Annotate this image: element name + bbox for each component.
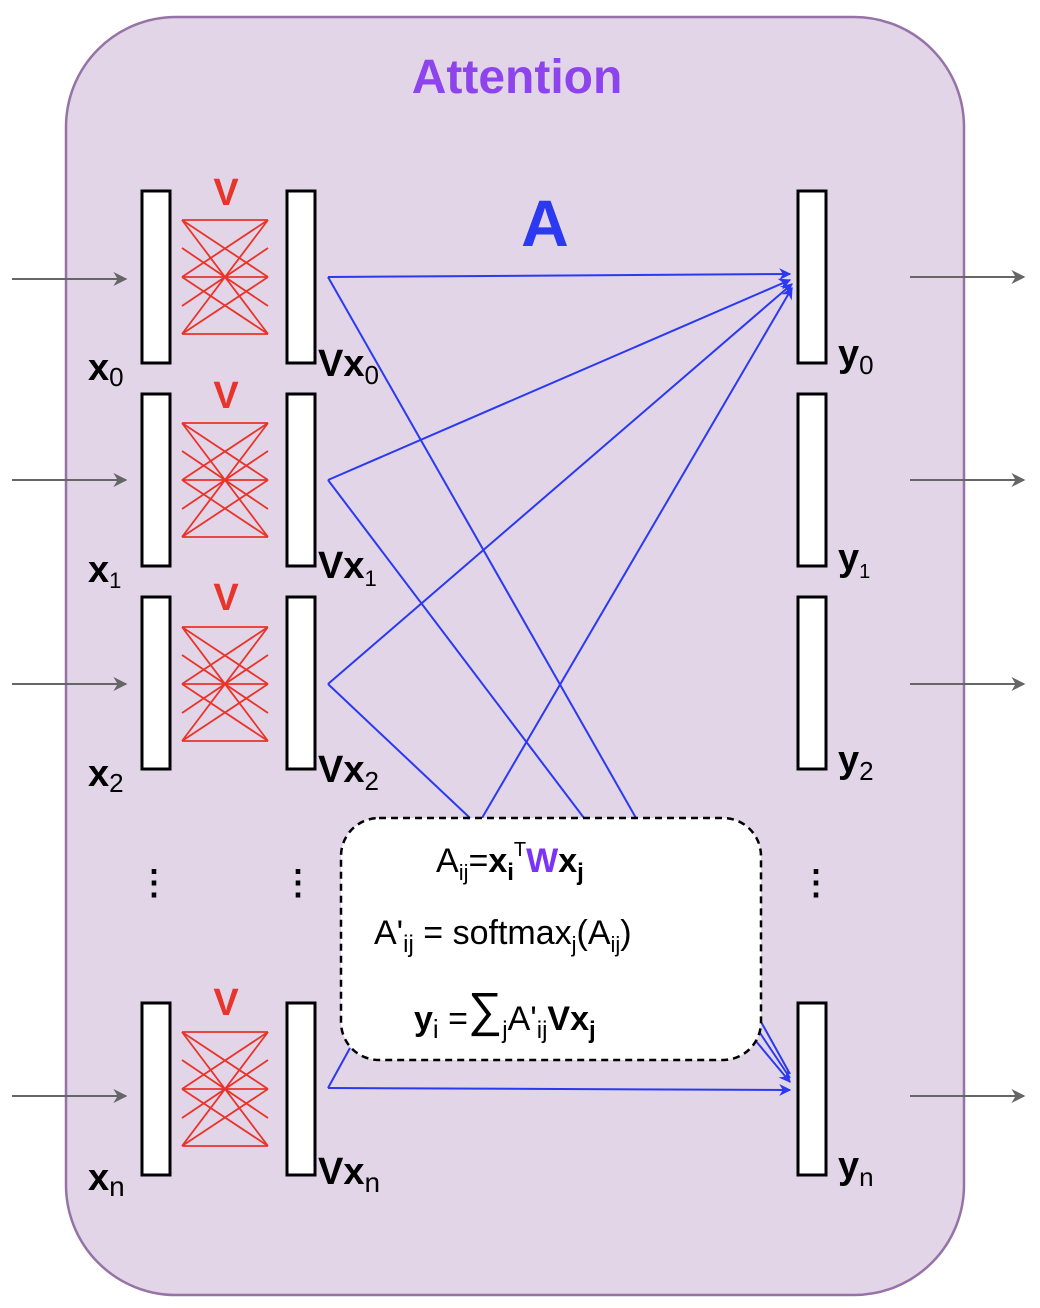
attention-line: [327, 1083, 792, 1096]
input-vector: [140, 189, 172, 365]
value-vector: [285, 189, 317, 365]
attention-line: [754, 1039, 791, 1083]
attention-connections: [327, 268, 793, 1096]
input-vector: [140, 595, 172, 771]
formula-box: [339, 816, 763, 1062]
input-label: x0: [88, 347, 124, 392]
input-ellipsis: ⋮: [137, 864, 171, 902]
weight-mesh: [181, 626, 269, 742]
attention-line: [327, 278, 792, 481]
input-arrows: [12, 272, 128, 1103]
input-label: xn: [88, 1157, 125, 1202]
input-label: x2: [88, 753, 124, 798]
attention-line: [327, 683, 471, 819]
weight-label: V: [213, 375, 239, 417]
weight-mesh: [181, 1031, 269, 1147]
value-vector: [285, 1001, 317, 1177]
output-label: yn: [838, 1145, 874, 1192]
output-arrows: [910, 270, 1026, 1103]
input-vector: [140, 392, 172, 568]
attention-container: [64, 15, 966, 1297]
weight-label: V: [213, 577, 239, 619]
value-label: Vx2: [318, 749, 379, 796]
weight-mesh: [181, 219, 269, 335]
value-vectors: [285, 189, 317, 1177]
value-vector: [285, 595, 317, 771]
attention-line: [327, 283, 793, 685]
output-vector: [796, 392, 828, 568]
value-ellipsis: ⋮: [281, 864, 315, 902]
formula-line-3: yi =∑jA'ijVxj: [414, 984, 596, 1044]
value-vector: [285, 392, 317, 568]
formula-line-1: Aij=xiTWxj: [436, 839, 584, 886]
attention-line: [327, 479, 585, 819]
weight-meshes: [181, 219, 269, 1147]
diagram-title: Attention: [412, 51, 623, 104]
weight-label: V: [213, 982, 239, 1024]
value-label: Vxn: [318, 1151, 380, 1198]
input-label: x1: [88, 549, 121, 593]
attention-matrix-label: A: [521, 186, 569, 260]
output-vector: [796, 595, 828, 771]
output-label: y2: [838, 739, 874, 786]
input-vector: [140, 1001, 172, 1177]
output-vector: [796, 189, 828, 365]
output-label: y0: [838, 333, 874, 380]
attention-line: [327, 276, 637, 819]
value-label: Vx1: [318, 545, 377, 591]
attention-line: [327, 1047, 351, 1089]
output-ellipsis: ⋮: [799, 864, 833, 902]
formula-line-2: A'ij = softmaxj(Aij): [374, 914, 632, 958]
attention-line: [327, 268, 792, 281]
output-vectors: [796, 189, 828, 1177]
output-label: y1: [838, 537, 870, 583]
value-label: Vx0: [318, 343, 379, 390]
attention-line: [759, 1019, 791, 1075]
output-vector: [796, 1001, 828, 1177]
attention-line: [481, 286, 793, 819]
weight-label: V: [213, 172, 239, 214]
weight-mesh: [181, 422, 269, 538]
attention-line: [757, 1029, 791, 1079]
input-vectors: [140, 189, 172, 1177]
